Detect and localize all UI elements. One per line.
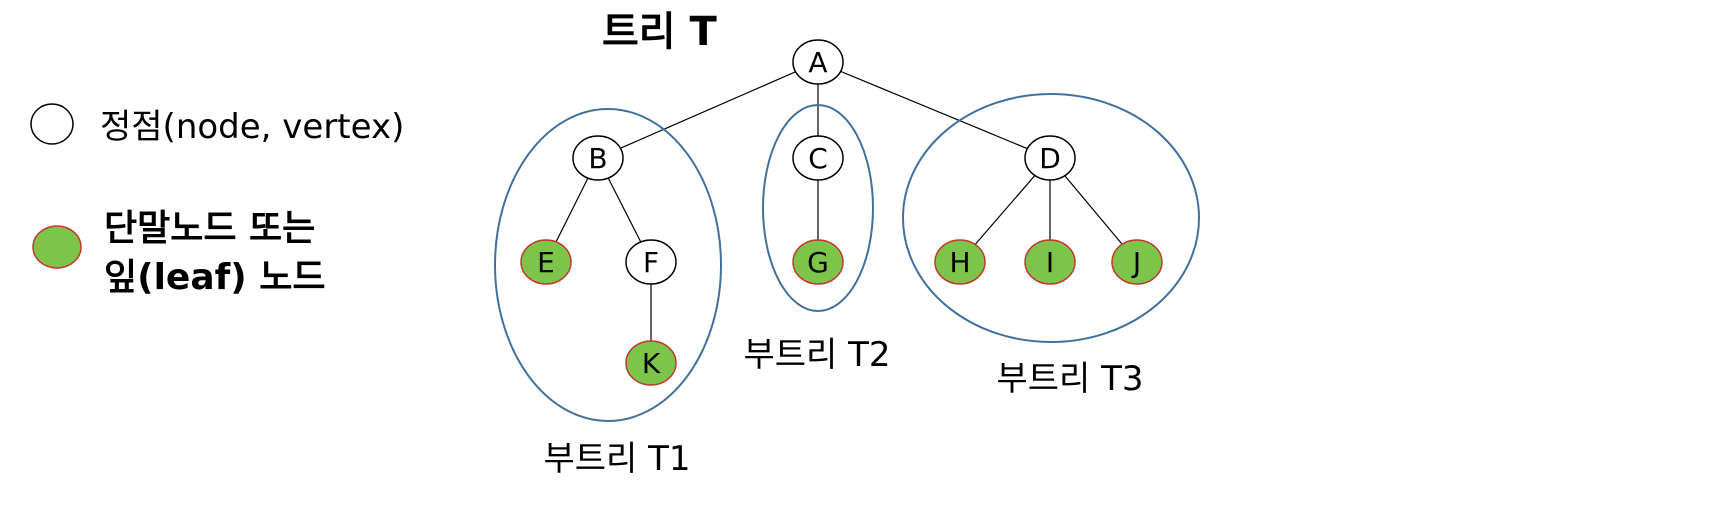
leaf-node-i: I bbox=[1024, 239, 1076, 285]
node-label-e: E bbox=[537, 246, 555, 279]
subtree-labels: 부트리 T1 부트리 T2 부트리 T3 bbox=[543, 335, 1143, 479]
node-label-d: D bbox=[1039, 142, 1061, 175]
edge-A-B bbox=[597, 61, 819, 159]
edge-A-D bbox=[817, 61, 1051, 159]
node-circle-b bbox=[572, 135, 624, 181]
subtree-outlines bbox=[494, 93, 1200, 422]
node-label-j: J bbox=[1131, 246, 1141, 279]
subtree-outline-t1 bbox=[494, 108, 722, 422]
node-label-i: I bbox=[1046, 246, 1054, 279]
node-circle-e bbox=[520, 239, 572, 285]
node-label-f: F bbox=[643, 246, 659, 279]
edges bbox=[545, 61, 1138, 363]
subtree-label-t2: 부트리 T2 bbox=[743, 335, 890, 375]
leaf-node-k: K bbox=[625, 340, 677, 386]
subtree-label-t1: 부트리 T1 bbox=[543, 439, 690, 479]
legend-leaf-label-line1: 단말노드 또는 bbox=[104, 208, 315, 249]
node-label-k: K bbox=[642, 347, 661, 380]
legend-node-label: 정점(node, vertex) bbox=[100, 107, 404, 147]
subtree-outline-t2 bbox=[762, 104, 874, 312]
node-label-g: G bbox=[807, 246, 829, 279]
node-circle-f bbox=[625, 239, 677, 285]
node-circle-i bbox=[1024, 239, 1076, 285]
legend-leaf-swatch bbox=[32, 225, 82, 269]
legend: 정점(node, vertex) 단말노드 또는 잎(leaf) 노드 bbox=[30, 103, 404, 298]
node-label-h: H bbox=[949, 246, 970, 279]
node-label-b: B bbox=[588, 142, 607, 175]
node-c: C bbox=[792, 135, 844, 181]
subtree-label-t3: 부트리 T3 bbox=[996, 359, 1143, 399]
node-circle-k bbox=[625, 340, 677, 386]
diagram-title: 트리 T bbox=[602, 9, 718, 55]
subtree-outline-t3 bbox=[902, 93, 1200, 343]
node-f: F bbox=[625, 239, 677, 285]
node-label-a: A bbox=[808, 46, 827, 79]
leaf-node-h: H bbox=[934, 239, 986, 285]
node-circle-j bbox=[1111, 239, 1163, 285]
node-circle-a bbox=[792, 39, 844, 85]
node-circle-g bbox=[792, 239, 844, 285]
node-label-c: C bbox=[808, 142, 828, 175]
node-circle-d bbox=[1024, 135, 1076, 181]
leaf-node-g: G bbox=[792, 239, 844, 285]
leaf-node-e: E bbox=[520, 239, 572, 285]
nodes: A B C D E F G H I J K bbox=[520, 39, 1163, 386]
node-circle-c bbox=[792, 135, 844, 181]
node-circle-h bbox=[934, 239, 986, 285]
legend-leaf-label-line2: 잎(leaf) 노드 bbox=[104, 257, 326, 298]
node-a: A bbox=[792, 39, 844, 85]
leaf-node-j: J bbox=[1111, 239, 1163, 285]
legend-node-swatch bbox=[30, 103, 74, 145]
node-d: D bbox=[1024, 135, 1076, 181]
node-b: B bbox=[572, 135, 624, 181]
